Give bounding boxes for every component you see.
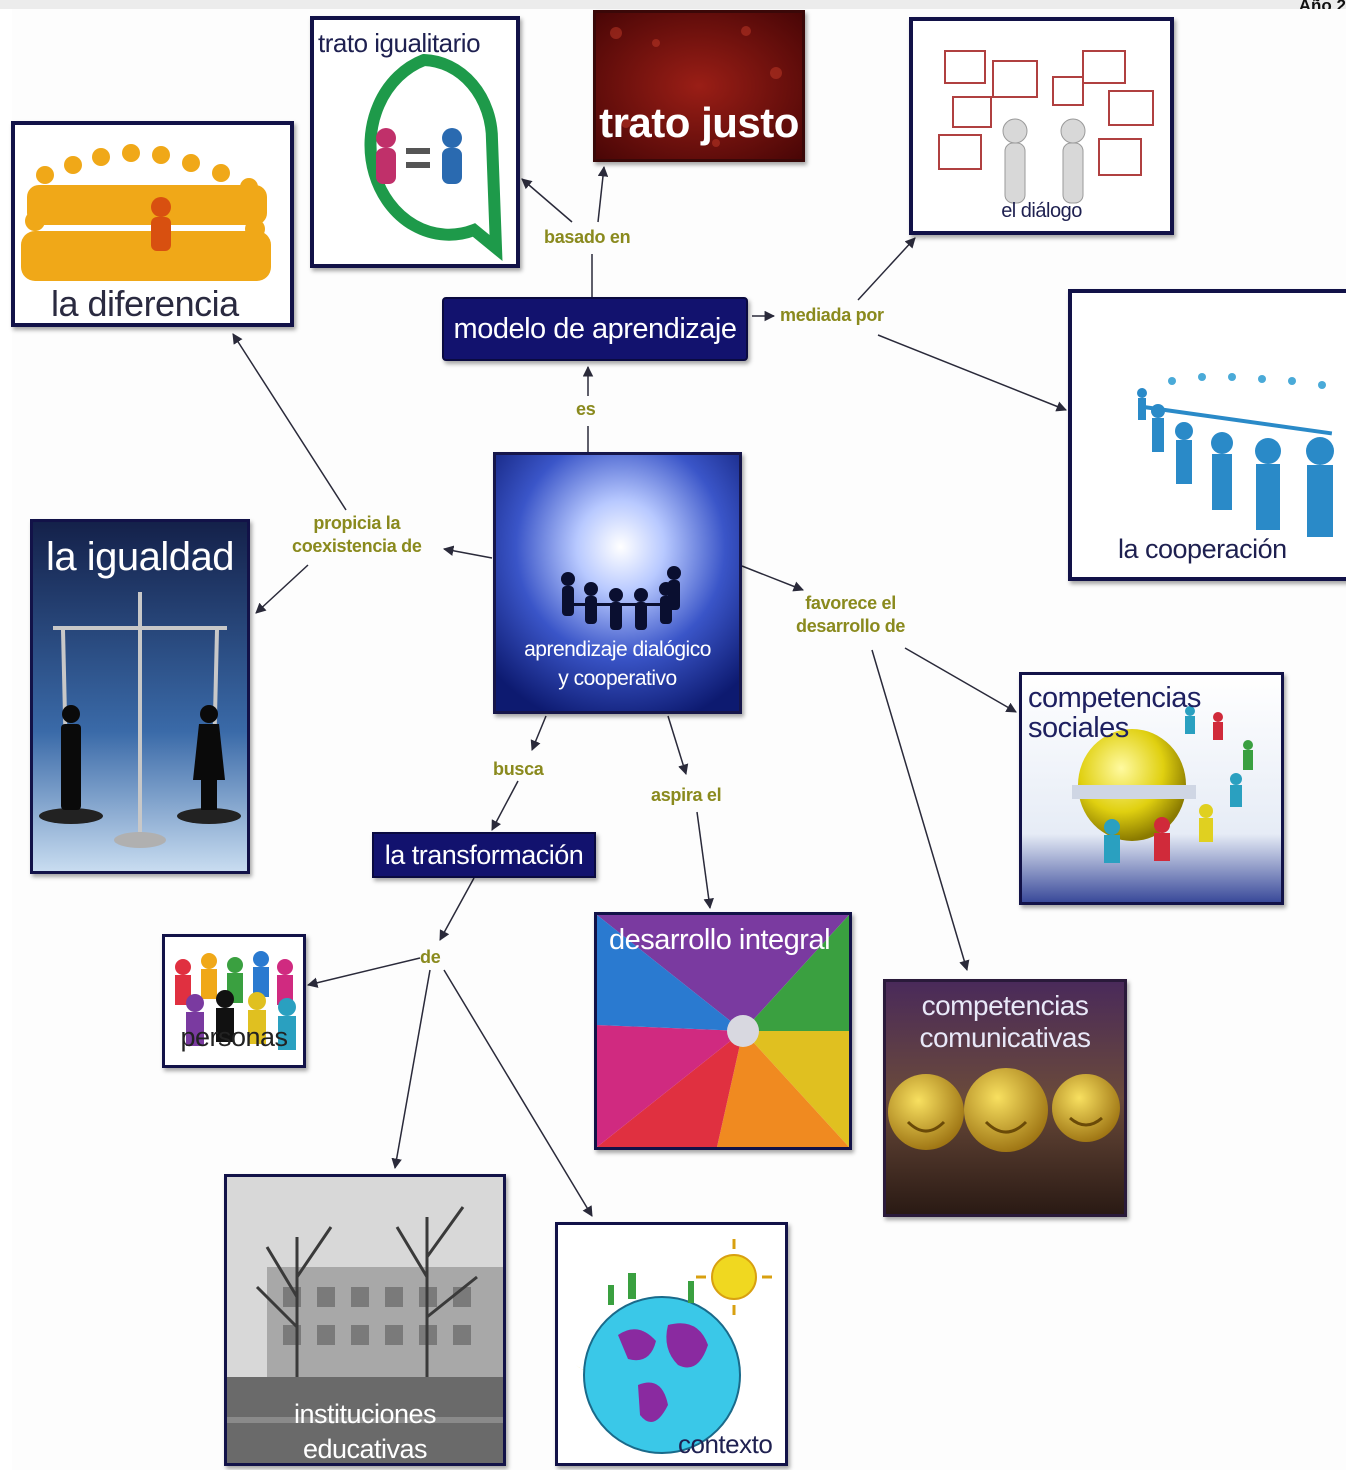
link-label-de: de xyxy=(420,947,441,967)
arrow-busca-transformacion xyxy=(491,780,519,831)
balance-scale-icon xyxy=(33,522,247,871)
arrow-center-favorece xyxy=(741,565,804,592)
contexto-label: contexto xyxy=(678,1429,773,1459)
link-label-mediada-por: mediada por xyxy=(780,305,884,325)
concept-trato-igualitario[interactable]: trato igualitario xyxy=(310,16,520,268)
concept-la-diferencia[interactable]: la diferencia xyxy=(11,121,294,327)
la-cooperacion-label: la cooperación xyxy=(1118,534,1287,564)
social-circle-figures-icon xyxy=(1022,675,1281,902)
desarrollo-integral-label: desarrollo integral xyxy=(609,924,831,956)
concept-instituciones-educativas[interactable]: instituciones educativas xyxy=(224,1174,506,1466)
colorful-people-icon xyxy=(175,951,296,1050)
top-strip xyxy=(0,0,1346,9)
red-texture-background xyxy=(596,13,802,159)
link-label-aspira: aspira el xyxy=(651,785,722,805)
link-label-busca: busca xyxy=(493,759,544,779)
concept-el-dialogo[interactable]: el diálogo xyxy=(909,17,1174,235)
equality-symbol-icon xyxy=(364,53,503,262)
concept-competencias-sociales[interactable]: competencias sociales xyxy=(1019,672,1284,905)
arrow-center-busca xyxy=(530,715,547,751)
la-diferencia-label: la diferencia xyxy=(51,283,239,324)
central-concept-node[interactable]: aprendizaje dialógico y cooperativo xyxy=(493,452,742,714)
arrow-mediada-dialogo xyxy=(857,237,916,301)
smiley-balls-icon xyxy=(886,982,1124,1214)
arrow-propicia-igualdad xyxy=(255,564,309,614)
link-label-propicia: propicia la coexistencia de xyxy=(292,513,422,556)
arrow-transformacion-de xyxy=(439,877,475,941)
concept-la-transformacion[interactable]: la transformación xyxy=(372,832,596,878)
arrow-propicia-diferencia xyxy=(232,333,347,511)
crowd-of-figures-icon xyxy=(21,144,271,281)
arrow-center-aspira xyxy=(667,715,689,776)
arrow-de-instituciones xyxy=(391,969,431,1170)
concept-desarrollo-integral[interactable]: desarrollo integral xyxy=(594,912,852,1150)
school-building-photo xyxy=(227,1177,503,1463)
concept-personas[interactable]: personas xyxy=(162,934,306,1068)
pinwheel-icon xyxy=(597,915,849,1147)
concept-competencias-comunicativas[interactable]: competencias comunicativas xyxy=(883,979,1127,1217)
link-label-favorece: favorece el desarrollo de xyxy=(796,593,906,636)
trato-igualitario-label: trato igualitario xyxy=(318,28,481,58)
link-label-es: es xyxy=(576,399,596,419)
la-igualdad-label: la igualdad xyxy=(46,535,235,579)
arrow-aspira-desarrollo xyxy=(696,811,714,910)
competencias-comunicativas-label: competencias comunicativas xyxy=(919,990,1091,1054)
concept-la-igualdad[interactable]: la igualdad xyxy=(30,519,250,874)
link-label-basado-en: basado en xyxy=(544,227,631,247)
dialogue-speech-bubbles-icon xyxy=(938,50,1154,204)
arrow-center-propicia xyxy=(442,545,493,559)
central-concept-label: aprendizaje dialógico y cooperativo xyxy=(524,638,711,691)
arrow-basado-igualitario xyxy=(521,178,573,223)
arrow-de-personas xyxy=(306,957,421,988)
arrow-favorece-sociales xyxy=(904,647,1017,713)
concept-contexto[interactable]: contexto xyxy=(555,1222,788,1466)
earth-globe-icon xyxy=(576,1239,772,1454)
concept-modelo-de-aprendizaje[interactable]: modelo de aprendizaje xyxy=(442,297,748,361)
arrow-de-contexto xyxy=(443,969,593,1217)
competencias-sociales-label: competencias sociales xyxy=(1028,682,1201,745)
concept-la-cooperacion[interactable]: la cooperación xyxy=(1068,289,1346,581)
personas-label: personas xyxy=(180,1022,288,1052)
instituciones-educativas-label: instituciones educativas xyxy=(293,1399,437,1465)
arrow-mediada-cooperacion xyxy=(877,334,1067,412)
arrow-basado-justo xyxy=(597,165,609,223)
arrow-favorece-comunicativas xyxy=(871,649,970,972)
people-circle-glow-icon xyxy=(496,455,739,711)
concept-trato-justo[interactable]: trato justo xyxy=(593,10,805,162)
trato-justo-label: trato justo xyxy=(599,99,799,146)
el-dialogo-label: el diálogo xyxy=(1001,200,1082,222)
cooperation-circle-people-icon xyxy=(1137,373,1334,537)
